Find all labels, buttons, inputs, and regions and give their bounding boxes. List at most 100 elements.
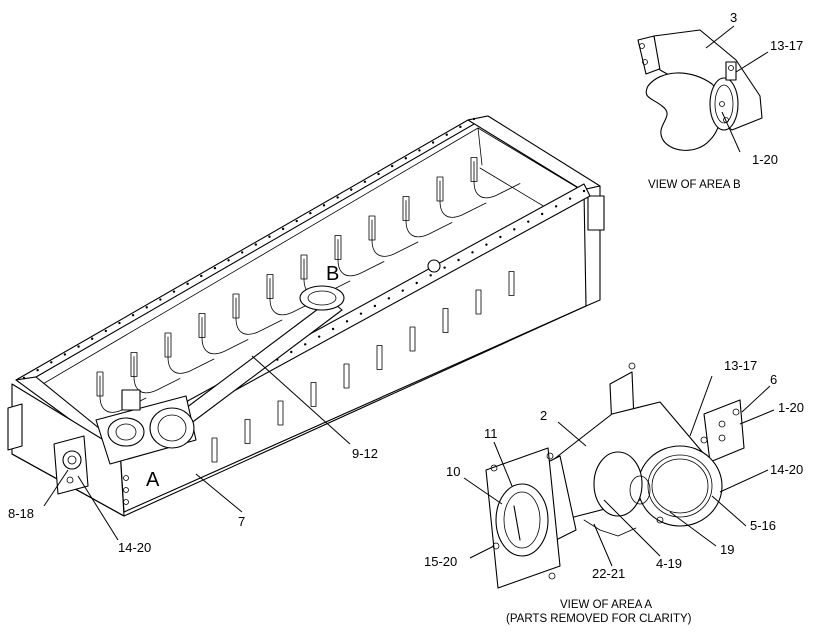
callout-a-6: 6: [770, 372, 777, 387]
callout-a-22-21: 22-21: [592, 566, 625, 581]
rivet: [304, 343, 307, 346]
rivet: [345, 320, 349, 323]
rivet: [499, 235, 502, 239]
rib-slot: [198, 313, 206, 338]
top-boss: [427, 259, 441, 273]
callout-a-15-20: 15-20: [424, 554, 457, 569]
rivet: [582, 189, 586, 193]
callout-9-12: 9-12: [352, 446, 378, 461]
rib-slot: [96, 371, 104, 397]
view-area-a-detail: [485, 362, 745, 589]
a-side-plate: [703, 399, 745, 463]
main-frame-assembly: [7, 115, 605, 517]
rivet: [336, 196, 339, 199]
rivet: [254, 243, 258, 246]
callout-a-13-17: 13-17: [724, 358, 757, 373]
view-area-b-detail: [637, 29, 763, 151]
callout-area-a: A: [146, 469, 160, 491]
callout-a-1-20: 1-20: [778, 400, 804, 415]
a-center-cylinder: [593, 451, 643, 517]
callout-a-14-20: 14-20: [770, 462, 803, 477]
rivet: [290, 350, 293, 354]
a-valve-slot: [513, 505, 521, 541]
rib-slot: [436, 176, 444, 202]
cross-member-rib: [167, 336, 215, 374]
rivet: [331, 327, 335, 331]
rivet: [359, 312, 363, 315]
rib-slot: [232, 293, 240, 319]
rivet: [377, 172, 380, 176]
cross-member-rib: [405, 200, 453, 238]
wall-slot: [376, 345, 383, 370]
callout-8-18: 8-18: [8, 506, 34, 521]
callout-b-3: 3: [730, 10, 737, 25]
callout-14-20: 14-20: [118, 540, 151, 555]
callout-a-11: 11: [484, 426, 498, 441]
cross-member-rib: [235, 297, 283, 335]
rivet: [387, 297, 391, 300]
rivet: [317, 335, 321, 338]
wall-slot: [475, 289, 482, 315]
rivet: [390, 164, 394, 168]
wall-slot: [343, 363, 350, 389]
rib-slot: [164, 332, 172, 358]
rivet: [186, 282, 189, 286]
cross-member-rib: [133, 356, 181, 394]
rivet: [443, 266, 446, 269]
wall-slot: [211, 437, 218, 463]
rivet: [36, 368, 39, 372]
a-outlet-ring: [637, 445, 723, 527]
callout-a-4-19: 4-19: [656, 556, 682, 571]
rivet: [227, 259, 230, 262]
rivet: [457, 258, 460, 262]
rivet: [513, 228, 516, 231]
callout-a-5-16: 5-16: [750, 518, 776, 533]
rivet: [240, 251, 244, 254]
callout-7: 7: [238, 514, 245, 529]
b-bolt-pad: [725, 61, 737, 81]
b-outlet-ring: [709, 77, 739, 131]
rivet: [200, 274, 203, 278]
rivet: [350, 188, 353, 191]
rivet: [429, 274, 432, 277]
rivet: [90, 337, 94, 340]
rivet: [322, 204, 326, 207]
rivet: [268, 235, 271, 238]
rivet: [373, 304, 377, 308]
area-a-housing: [95, 389, 197, 465]
rivet: [172, 290, 176, 293]
caption-view-area-b: VIEW OF AREA B: [648, 179, 741, 191]
rivet: [445, 133, 448, 136]
rivet: [485, 243, 488, 246]
rivet: [527, 220, 530, 223]
wall-slot: [310, 382, 317, 407]
wall-slot: [244, 419, 251, 444]
rib-slot: [334, 235, 342, 260]
front-wall-slots: [211, 271, 515, 463]
rivet: [363, 180, 367, 183]
rivet: [77, 345, 80, 348]
rivet: [404, 157, 408, 160]
rivet: [213, 266, 217, 270]
rivet: [401, 289, 404, 292]
rivet: [472, 117, 476, 121]
cross-member-rib: [201, 317, 249, 355]
callout-b-13-17: 13-17: [770, 38, 803, 53]
left-end-lug: [7, 403, 23, 451]
rivet: [295, 219, 298, 223]
wall-slot: [409, 326, 416, 352]
right-end-bracket: [587, 195, 605, 231]
rib-slot: [266, 274, 274, 299]
rib-slot: [470, 157, 478, 182]
rivet: [281, 227, 285, 231]
rivet: [431, 141, 435, 144]
rivet: [568, 197, 572, 200]
rib-slot: [368, 215, 376, 241]
caption-view-area-a-line1: VIEW OF AREA A: [560, 599, 652, 611]
wall-slot: [442, 308, 449, 333]
rivet: [415, 281, 418, 285]
b-duct: [645, 72, 723, 151]
wall-slot: [277, 400, 284, 426]
